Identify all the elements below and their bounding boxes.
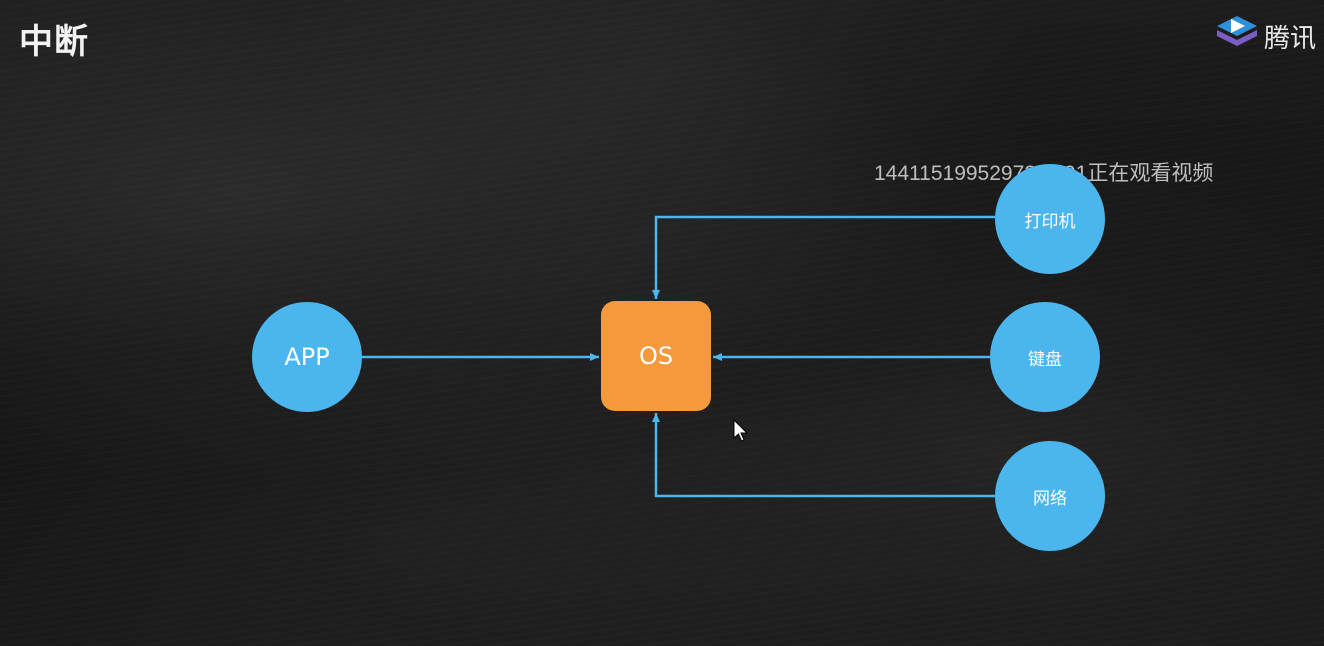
slide-title: 中断	[19, 22, 89, 62]
mouse-cursor-icon	[733, 419, 749, 442]
tencent-classroom-play-icon	[1217, 16, 1257, 46]
network-node: 网络	[995, 441, 1105, 551]
arrow-network-to-os	[652, 413, 995, 498]
keyboard-node: 键盘	[990, 302, 1100, 412]
arrow-printer-to-os	[652, 215, 995, 299]
printer-node: 打印机	[995, 164, 1105, 274]
os-node: OS	[601, 301, 711, 411]
brand-logo-text: 腾讯	[1264, 24, 1317, 54]
app-node: APP	[252, 302, 362, 412]
